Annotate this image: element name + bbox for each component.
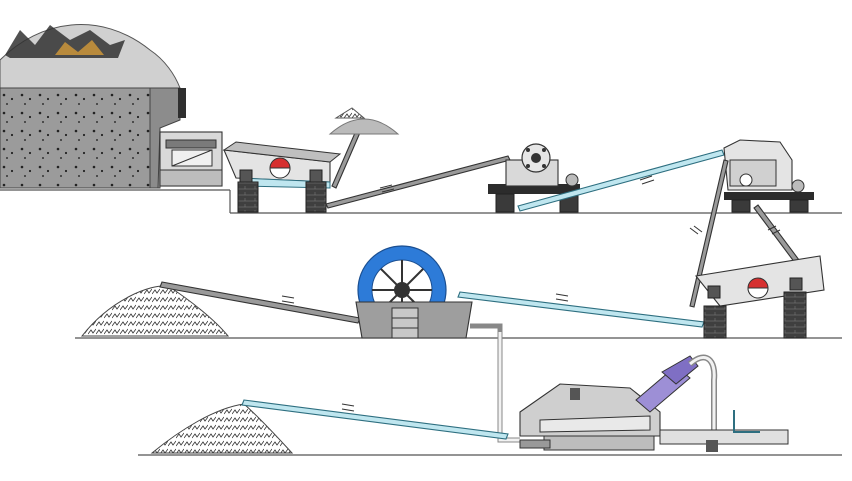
vibrating-screen-1 bbox=[222, 141, 342, 213]
water-pipe bbox=[470, 323, 520, 443]
conveyor-impact-to-screen-2 bbox=[689, 159, 729, 308]
vibrating-screen-2 bbox=[694, 255, 825, 339]
jaw-crusher bbox=[488, 143, 580, 213]
conveyor-to-fine-sand-stockpile bbox=[241, 399, 509, 440]
tier-3 bbox=[138, 354, 842, 456]
conveyor-to-gravel-stockpile bbox=[159, 281, 361, 324]
conveyor-to-jaw-crusher bbox=[325, 155, 511, 209]
impact-crusher bbox=[723, 139, 814, 213]
conveyor-to-stockpile-top bbox=[328, 107, 400, 189]
rock-quarry bbox=[0, 24, 186, 189]
hydrocyclone bbox=[635, 355, 699, 413]
tier-2 bbox=[75, 245, 842, 339]
conveyor-to-impact-crusher bbox=[517, 149, 725, 212]
fine-sand-stockpile bbox=[150, 403, 294, 454]
tier-1 bbox=[0, 24, 842, 308]
wheel-sand-washer bbox=[355, 245, 473, 339]
fine-sand-recycler bbox=[519, 354, 789, 452]
conveyor-screen-to-washer bbox=[457, 291, 705, 328]
vibrating-feeder bbox=[159, 131, 223, 187]
